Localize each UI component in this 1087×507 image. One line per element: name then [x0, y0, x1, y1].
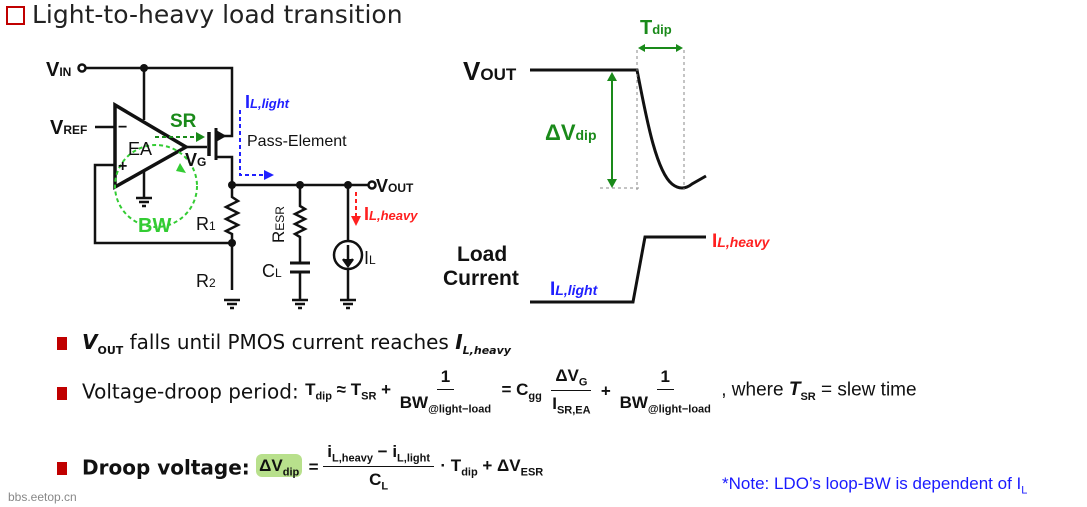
- r1-label: R1: [196, 214, 216, 234]
- bullet-droop-voltage: Droop voltage: ΔVdip = iL,heavy − iL,lig…: [82, 442, 544, 493]
- load-current-waveform: [530, 235, 706, 304]
- bw-loop-icon: [114, 144, 198, 228]
- error-amplifier: [113, 101, 190, 190]
- il-heavy-label: IL,heavy: [364, 204, 418, 224]
- load-label: Load: [457, 243, 507, 266]
- title-bullet-icon: [6, 6, 25, 25]
- il-light-arrow: [239, 110, 265, 176]
- vout-label: VOUT: [376, 176, 414, 196]
- waveforms: VOUT Tdip ΔVdip Load Current IL,heavy IL…: [443, 17, 771, 304]
- vin-terminal: [77, 63, 87, 73]
- dv-dip-highlight: ΔVdip: [256, 454, 303, 479]
- minus-sign: −: [118, 119, 127, 136]
- cl-label: CL: [262, 261, 282, 281]
- bw-label: BW: [138, 215, 171, 237]
- wave-vout-label: VOUT: [463, 56, 517, 86]
- bullet-icon: [57, 387, 67, 400]
- wave-il-light-label: IL,light: [550, 279, 599, 300]
- tdip-label: Tdip: [640, 17, 672, 39]
- current-label: Current: [443, 267, 519, 290]
- slide-title: Light-to-heavy load transition: [32, 0, 403, 29]
- resr-label: RESR: [269, 206, 288, 243]
- il-label: IL: [364, 248, 376, 268]
- circuit-nodes: [140, 64, 352, 247]
- bullet-icon: [57, 462, 67, 475]
- r2-label: R2: [196, 271, 216, 291]
- circuit-wires: [77, 63, 377, 310]
- loop-bw-note: *Note: LDO’s loop-BW is dependent of IL: [722, 474, 1028, 497]
- sr-label: SR: [170, 111, 197, 132]
- vg-label: VG: [185, 150, 206, 170]
- pass-element-label: Pass-Element: [247, 133, 347, 150]
- ea-label: EA: [128, 139, 152, 159]
- plus-sign: +: [118, 158, 127, 175]
- vout-terminal: [367, 180, 377, 190]
- il-light-label: IL,light: [245, 92, 290, 112]
- vref-label: VREF: [50, 117, 87, 139]
- vout-waveform: [530, 68, 707, 190]
- watermark: bbs.eetop.cn: [8, 490, 77, 504]
- vin-label: VIN: [46, 59, 71, 81]
- wave-il-heavy-label: IL,heavy: [712, 231, 771, 252]
- dv-dip-label: ΔVdip: [545, 120, 597, 145]
- bullet-icon: [57, 337, 67, 350]
- bullet-vout-falls: VOUT falls until PMOS current reaches IL…: [82, 330, 511, 357]
